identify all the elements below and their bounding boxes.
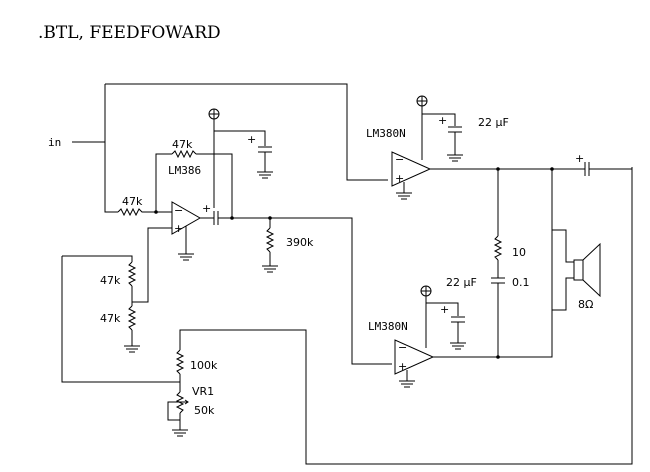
lm386-output-cap: +: [200, 202, 232, 225]
zobel-resistor-label: 10: [512, 246, 526, 259]
vr-name-label: VR1: [192, 385, 214, 398]
lm380n-top-cap: +: [438, 114, 462, 155]
svg-text:+: +: [575, 152, 584, 165]
divider-resistor-bottom-label: 47k: [100, 312, 121, 325]
svg-text:+: +: [202, 202, 211, 215]
lm380n-bottom-opamp: − +: [394, 339, 435, 375]
lm380n-top-label: LM380N: [366, 127, 406, 140]
lm380n-top-supply: [416, 95, 456, 160]
svg-text:+: +: [398, 360, 407, 373]
lm380n-bottom-label: LM380N: [368, 320, 408, 333]
svg-text:+: +: [247, 133, 256, 146]
speaker-icon: [552, 229, 601, 311]
ground-icon: [124, 345, 140, 353]
vr1-potentiometer: [167, 391, 189, 430]
svg-text:+: +: [440, 303, 449, 316]
lm380n-bottom-supply: [420, 285, 459, 348]
input-wire: [72, 83, 388, 213]
svg-text:−: −: [174, 204, 183, 217]
ground-icon: [399, 370, 415, 388]
vr-series-resistor: [175, 346, 185, 392]
lm386-label: LM386: [168, 164, 201, 177]
load-resistor-label: 390k: [286, 236, 314, 249]
zobel-capacitor: [491, 277, 505, 357]
ground-icon: [257, 171, 273, 179]
ground-icon: [262, 265, 278, 273]
input-resistor: [117, 207, 148, 217]
svg-text:+: +: [395, 172, 404, 185]
lm380n-bottom-cap: +: [440, 303, 465, 343]
divider-resistor-top: [127, 261, 137, 302]
feedback-resistor: [155, 149, 233, 218]
ground-icon: [450, 342, 466, 350]
svg-text:−: −: [395, 153, 404, 166]
lm380n-top-cap-label: 22 μF: [478, 116, 509, 129]
ground-icon: [447, 154, 463, 162]
svg-text:−: −: [398, 341, 407, 354]
feedback-resistor-label: 47k: [172, 138, 193, 151]
output-coupling-cap: +: [575, 152, 632, 176]
vr-series-resistor-label: 100k: [190, 359, 218, 372]
svg-text:+: +: [438, 114, 447, 127]
lm380n-bottom-cap-label: 22 μF: [446, 276, 477, 289]
load-resistor: [265, 218, 275, 266]
input-resistor-label: 47k: [122, 195, 143, 208]
ground-icon: [172, 429, 188, 437]
ground-icon: [396, 182, 412, 200]
divider-resistor-top-label: 47k: [100, 274, 121, 287]
zobel-resistor: [493, 169, 503, 278]
lm386-decoupling-cap: +: [247, 133, 272, 172]
svg-text:+: +: [174, 222, 183, 235]
ground-icon: [178, 226, 194, 261]
schematic-title: .BTL, FEEDFOWARD: [38, 23, 221, 43]
speaker-label: 8Ω: [578, 298, 593, 311]
divider-resistor-bottom: [127, 302, 137, 346]
input-label: in: [48, 136, 61, 149]
lm380n-top-opamp: − +: [391, 151, 432, 187]
zobel-capacitor-label: 0.1: [512, 276, 530, 289]
vr-value-label: 50k: [194, 404, 215, 417]
lm386-supply: [208, 108, 266, 208]
